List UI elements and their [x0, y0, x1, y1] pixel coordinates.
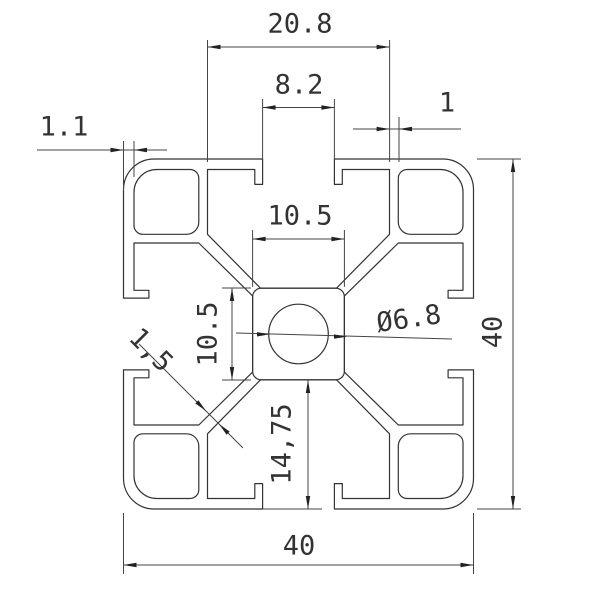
dimension-arrowhead: [376, 126, 390, 132]
dimension-arrowhead: [195, 400, 206, 411]
dimension-arrowhead: [229, 288, 235, 301]
dim-outer-wall-label: 1.1: [40, 112, 89, 143]
profile-geometry: [122, 158, 475, 510]
dimension-arrowhead: [305, 496, 311, 509]
dimension-line: [235, 332, 453, 340]
dimension-arrowhead: [305, 380, 311, 393]
corner-chamber-bottom-left: [133, 433, 200, 500]
dimension-arrowhead: [510, 496, 516, 509]
corner-chamber-top-right: [397, 168, 464, 235]
outer-contour-with-t-slots: [122, 158, 475, 510]
dim-inner-wall-label: 1: [439, 88, 455, 119]
dimension-arrowhead: [123, 562, 137, 568]
dimension-arrowhead: [257, 332, 270, 337]
dim-overall-height-label: 40: [478, 316, 509, 349]
center-core-square: [252, 287, 345, 381]
corner-chamber-top-left: [133, 168, 200, 235]
dimension-arrowhead: [510, 159, 516, 172]
dim-top-cavity-width-label: 20.8: [267, 9, 332, 40]
dim-core-height-label: 10.5: [193, 301, 224, 366]
dimension-arrowhead: [229, 367, 235, 380]
dimension-labels: 20.8 8.2 1 1.1 10.5 10.5 Ø6.8 1,5 14,75 …: [40, 9, 509, 562]
dimension-arrowhead: [399, 126, 412, 132]
dim-core-width-label: 10.5: [267, 201, 332, 232]
dimension-arrowhead: [321, 105, 335, 110]
dimension-lines: [37, 40, 521, 574]
dimension-arrowhead: [134, 147, 147, 153]
dim-slot-opening-label: 8.2: [275, 70, 324, 101]
dimension-arrowhead: [376, 44, 390, 50]
dimension-arrowhead: [331, 236, 345, 242]
corner-chamber-bottom-right: [397, 433, 464, 500]
dimension-arrowhead: [207, 44, 221, 50]
dim-bore-diameter-label: Ø6.8: [375, 299, 444, 339]
dimension-arrowhead: [334, 334, 347, 339]
dimension-arrowhead: [262, 105, 276, 110]
dimension-arrowhead: [460, 562, 474, 568]
dim-overall-width-label: 40: [283, 531, 316, 562]
dimension-arrowhead: [252, 236, 266, 242]
dim-core-to-face-label: 14,75: [267, 403, 298, 484]
dimension-arrowhead: [219, 424, 230, 435]
dimension-arrowhead: [110, 147, 124, 153]
